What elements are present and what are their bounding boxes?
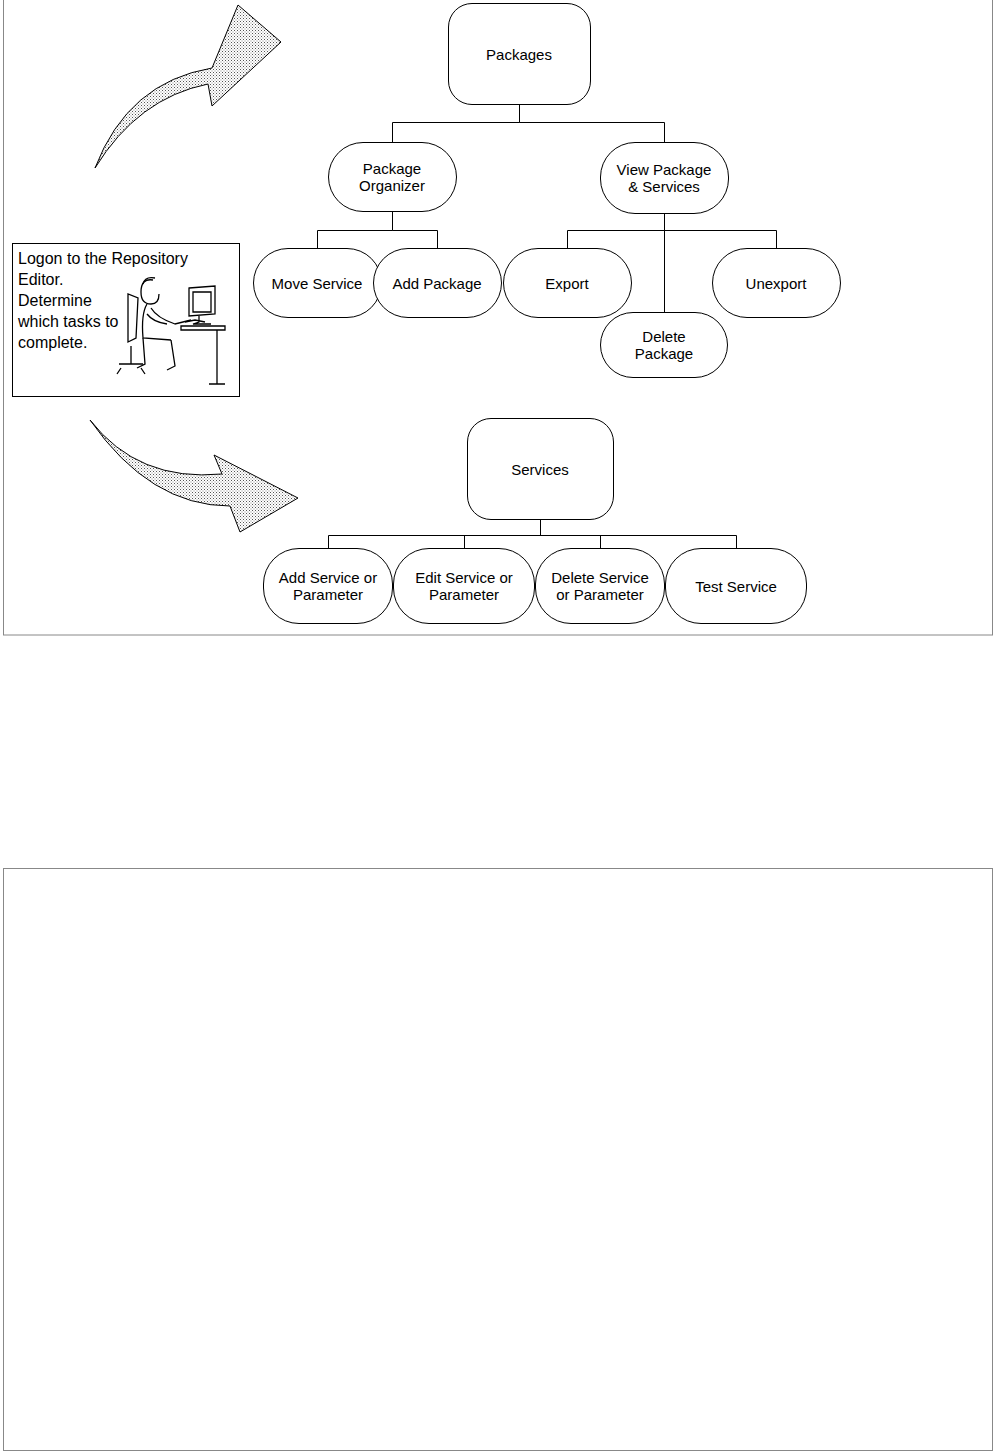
box-label: Add Package <box>387 275 487 292</box>
tree-connector <box>568 214 665 248</box>
box-label: Unexport <box>726 275 826 292</box>
task-box: Packages <box>448 3 591 105</box>
figure-stroke <box>181 326 225 330</box>
note-box: Logon to the Repository Editor. Determin… <box>12 243 240 397</box>
figure-stroke <box>147 314 167 324</box>
person-figure <box>117 278 225 384</box>
figure-stroke <box>167 340 175 370</box>
box-label: Edit Service or Parameter <box>408 569 520 603</box>
task-box: Edit Service or Parameter <box>393 548 535 624</box>
box-label: Test Service <box>680 578 792 595</box>
tree-connector <box>665 214 777 248</box>
task-box: Move Service <box>253 248 382 318</box>
box-label: View Package & Services <box>614 161 714 195</box>
bottom-panel-border <box>4 869 993 1451</box>
figure-stroke <box>117 346 145 374</box>
tree-connector <box>318 212 393 248</box>
task-box: Add Package <box>373 248 502 318</box>
tree-connector <box>329 520 541 548</box>
task-box: Unexport <box>712 248 841 318</box>
box-label: Add Service or Parameter <box>278 569 378 603</box>
note-text: Logon to the Repository Editor. Determin… <box>18 250 188 351</box>
figure-stroke <box>143 278 155 284</box>
spacer <box>123 269 235 399</box>
top-panel-border <box>4 0 993 635</box>
tree-connector <box>520 105 665 142</box>
box-label: Delete Service or Parameter <box>550 569 650 603</box>
box-label: Export <box>517 275 617 292</box>
curved-arrow-up <box>95 5 281 168</box>
box-label: Move Service <box>267 275 367 292</box>
note-wrap: Logon to the Repository Editor. Determin… <box>13 244 239 353</box>
tree-connector <box>465 520 541 548</box>
task-box: Add Service or Parameter <box>263 548 393 624</box>
tree-connector <box>393 212 438 248</box>
task-box: Export <box>503 248 632 318</box>
task-box: Delete Service or Parameter <box>535 548 665 624</box>
box-label: Services <box>478 461 602 478</box>
curved-arrow-down <box>90 420 298 532</box>
tree-connector <box>541 520 601 548</box>
task-box: View Package & Services <box>600 142 729 214</box>
task-box: Delete Package <box>600 312 728 378</box>
task-box: Services <box>467 418 614 520</box>
box-label: Delete Package <box>614 328 714 362</box>
tree-connector <box>393 105 520 142</box>
tree-connector <box>541 520 737 548</box>
box-label: Packages <box>459 46 579 63</box>
figure-stroke <box>189 286 215 316</box>
task-box: Test Service <box>665 548 807 624</box>
figure-stroke <box>128 294 138 342</box>
box-label: Package Organizer <box>342 160 442 194</box>
figure-stroke <box>209 330 225 384</box>
figure-stroke <box>143 304 172 340</box>
figure-stroke <box>193 292 211 312</box>
task-box: Package Organizer <box>328 142 457 212</box>
figure-stroke <box>185 320 205 322</box>
